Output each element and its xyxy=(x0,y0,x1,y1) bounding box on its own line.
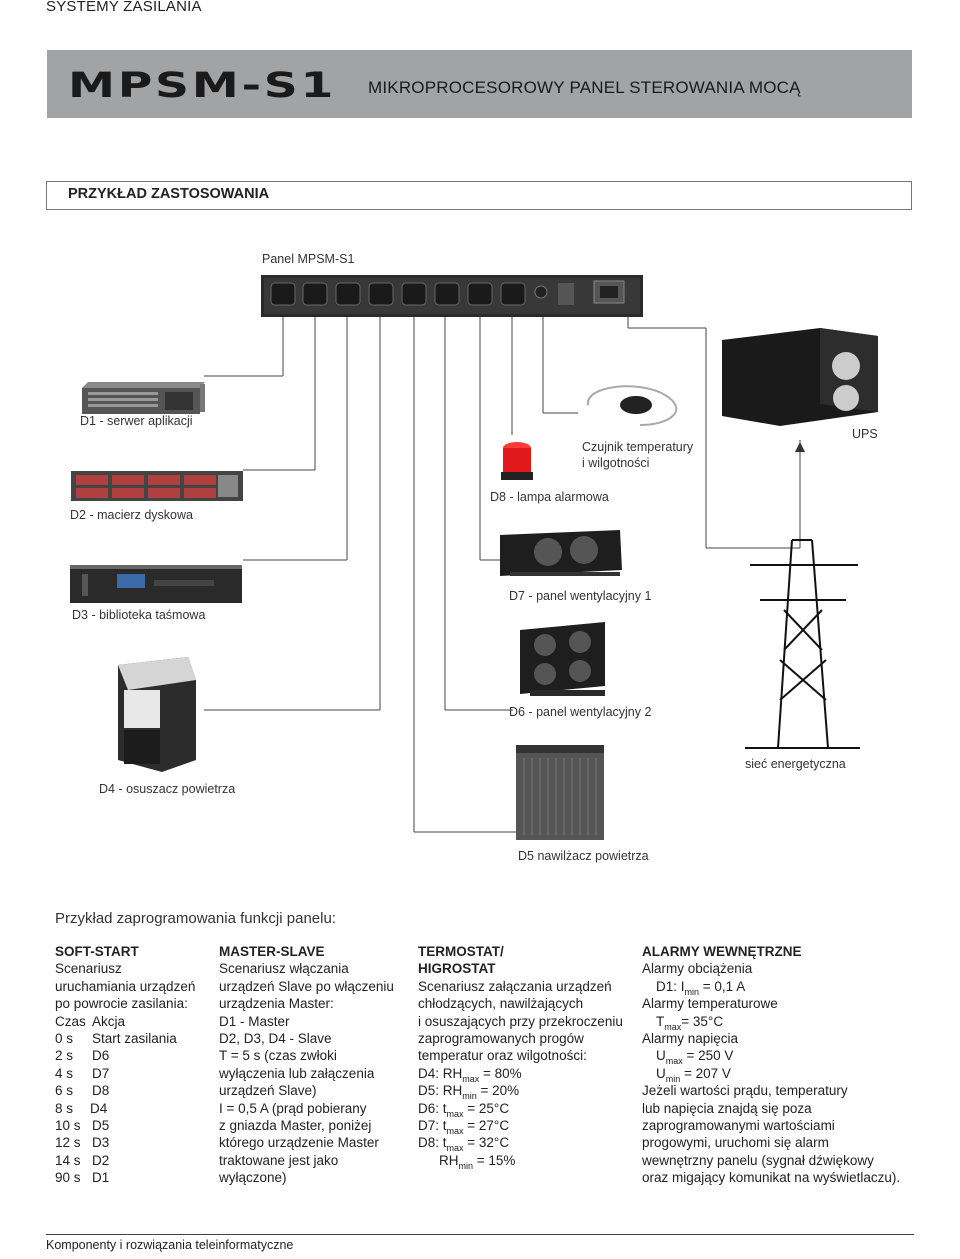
d6-label: D6 - panel wentylacyjny 2 xyxy=(509,705,652,719)
threshold-d4: D4: RHmax = 80% xyxy=(418,1065,522,1084)
panel-label: Panel MPSM-S1 xyxy=(262,252,355,266)
masterslave-line: urządzeń Slave po włączeniu xyxy=(219,978,394,994)
fan-panel-1-image xyxy=(500,530,622,576)
masterslave-line: I = 0,5 A (prąd pobierany xyxy=(219,1100,367,1116)
masterslave-line: wyłączenia lub załączenia xyxy=(219,1065,375,1081)
thermostat-line: zaprogramowanych progów xyxy=(418,1031,584,1047)
footer-text: Komponenty i rozwiązania teleinformatycz… xyxy=(46,1238,294,1252)
thermostat-column: TERMOSTAT/ HIGROSTAT Scenariusz załączan… xyxy=(418,943,638,1171)
dehumidifier-image xyxy=(118,657,196,772)
temp-alarm-value: Tmax= 35°C xyxy=(656,1013,724,1032)
d8-label: D8 - lampa alarmowa xyxy=(490,490,609,504)
alarms-line: lub napięcia znajdą się poza xyxy=(642,1100,812,1116)
d7-label: D7 - panel wentylacyjny 1 xyxy=(509,589,652,603)
d5-label: D5 nawilżacz powietrza xyxy=(518,849,649,863)
application-diagram xyxy=(70,275,878,840)
disk-array-image xyxy=(71,471,243,501)
header-band xyxy=(47,50,912,118)
load-alarm-value: D1: Imin = 0,1 A xyxy=(656,978,746,997)
masterslave-line: wyłączone) xyxy=(219,1170,287,1186)
page-title: MIKROPROCESOROWY PANEL STEROWANIA MOCĄ xyxy=(368,78,801,97)
softstart-line: po powrocie zasilania: xyxy=(55,996,188,1012)
masterslave-line: urządzenia Master: xyxy=(219,996,334,1012)
ups-label: UPS xyxy=(852,427,878,441)
action-header: Akcja xyxy=(92,1013,126,1029)
thermostat-line: chłodzących, nawilżających xyxy=(418,996,584,1012)
d2-label: D2 - macierz dyskowa xyxy=(70,508,193,522)
umax-value: Umax = 250 V xyxy=(656,1048,734,1067)
thermostat-line: Scenariusz załączania urządzeń xyxy=(418,978,612,994)
d4-label: D4 - osuszacz powietrza xyxy=(99,782,236,796)
threshold-d6: D6: tmax = 25°C xyxy=(418,1100,510,1119)
masterslave-line: D2, D3, D4 - Slave xyxy=(219,1031,332,1047)
threshold-rh: RHmin = 15% xyxy=(439,1152,516,1171)
d1-label: D1 - serwer aplikacji xyxy=(80,414,193,428)
softstart-column: SOFT-START Scenariusz uruchamiania urząd… xyxy=(55,943,215,1187)
masterslave-line: T = 5 s (czas zwłoki xyxy=(219,1048,337,1064)
humidifier-image xyxy=(516,745,604,840)
alarms-column: ALARMY WEWNĘTRZNE Alarmy obciążenia D1: … xyxy=(642,943,942,1187)
thermostat-line: i osuszających przy przekroczeniu xyxy=(418,1013,623,1029)
threshold-d7: D7: tmax = 27°C xyxy=(418,1118,510,1137)
softstart-line: uruchamiania urządzeń xyxy=(55,978,196,994)
alarms-title: ALARMY WEWNĘTRZNE xyxy=(642,944,802,959)
load-alarm-label: Alarmy obciążenia xyxy=(642,961,753,977)
masterslave-line: traktowane jest jako xyxy=(219,1152,339,1168)
hygrostat-title: HIGROSTAT xyxy=(418,961,496,977)
alarms-line: zaprogramowanymi wartościami xyxy=(642,1118,835,1134)
threshold-d8: D8: tmax = 32°C xyxy=(418,1135,510,1154)
masterslave-line: z gniazda Master, poniżej xyxy=(219,1118,372,1134)
example-heading: Przykład zaprogramowania funkcji panelu: xyxy=(55,910,336,927)
thermostat-title: TERMOSTAT/ xyxy=(418,944,504,959)
section-box xyxy=(46,181,912,210)
softstart-line: Scenariusz xyxy=(55,961,122,977)
thermostat-line: temperatur oraz wilgotności: xyxy=(418,1048,587,1064)
masterslave-line: D1 - Master xyxy=(219,1013,290,1029)
alarms-line: oraz migający komunikat na wyświetlaczu)… xyxy=(642,1170,901,1186)
masterslave-title: MASTER-SLAVE xyxy=(219,944,325,959)
panel-device xyxy=(261,275,643,317)
tape-library-image xyxy=(70,565,242,603)
ups-image xyxy=(722,328,878,426)
footer-divider xyxy=(46,1234,914,1235)
threshold-d5: D5: RHmin = 20% xyxy=(418,1083,520,1102)
grid-label: sieć energetyczna xyxy=(745,757,846,771)
temp-alarm-label: Alarmy temperaturowe xyxy=(642,996,778,1012)
sensor-label-line2: i wilgotności xyxy=(582,456,650,470)
time-header: Czas xyxy=(55,1013,86,1029)
alarms-line: wewnętrzny panelu (sygnał dźwiękowy xyxy=(642,1152,874,1168)
section-title: PRZYKŁAD ZASTOSOWANIA xyxy=(68,186,270,202)
sensor-label-line1: Czujnik temperatury xyxy=(582,440,694,454)
masterslave-line: urządzeń Slave) xyxy=(219,1083,317,1099)
d3-label: D3 - biblioteka taśmowa xyxy=(72,608,206,622)
category-label: SYSTEMY ZASILANIA xyxy=(46,0,202,15)
voltage-alarm-label: Alarmy napięcia xyxy=(642,1031,739,1047)
masterslave-line: którego urządzenie Master xyxy=(219,1135,379,1151)
masterslave-line: Scenariusz włączania xyxy=(219,961,349,977)
alarms-line: Jeżeli wartości prądu, temperatury xyxy=(642,1083,848,1099)
server-image xyxy=(82,382,205,414)
sensor-image xyxy=(586,385,678,426)
product-logo: MPSM-S1 xyxy=(68,66,337,106)
power-tower-image xyxy=(745,539,860,749)
masterslave-column: MASTER-SLAVE Scenariusz włączania urządz… xyxy=(219,943,409,1187)
alarm-lamp-image xyxy=(501,442,533,480)
connection-lines xyxy=(204,317,801,833)
softstart-title: SOFT-START xyxy=(55,944,139,959)
umin-value: Umin = 207 V xyxy=(656,1065,731,1084)
alarms-line: progowymi, uruchomi się alarm xyxy=(642,1135,829,1151)
softstart-table-header: Czas Akcja xyxy=(55,1013,215,1030)
fan-panel-2-image xyxy=(520,622,605,696)
